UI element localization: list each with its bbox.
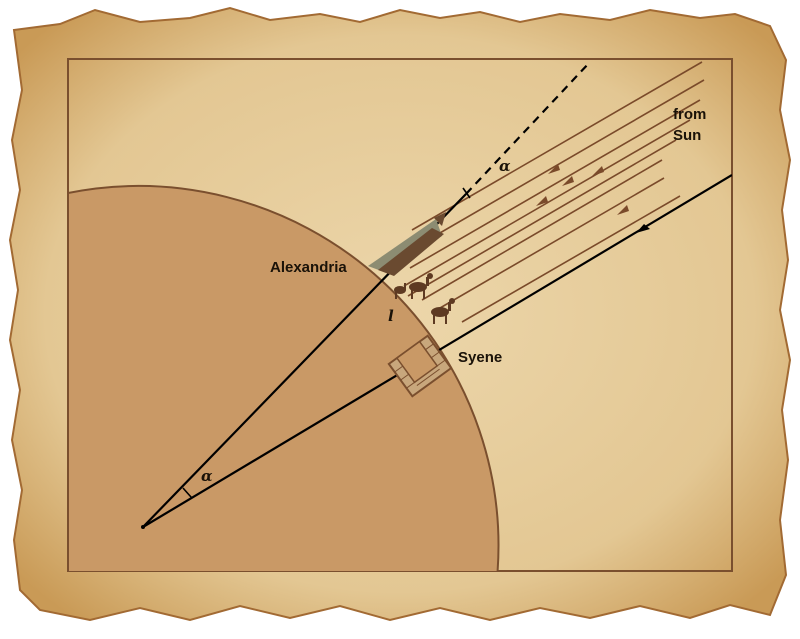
- camel-icon: [394, 283, 406, 299]
- arc-length-label: l: [388, 307, 394, 325]
- top-angle-label: α: [499, 157, 511, 175]
- center-angle-label: α: [201, 467, 213, 485]
- sun-ray: [421, 159, 663, 301]
- sun-ray: [413, 79, 705, 249]
- angle-arc-top: [462, 187, 471, 199]
- sun-ray: [411, 61, 703, 231]
- arrow-icon: [536, 196, 548, 206]
- camel-icon: [431, 298, 455, 324]
- arrow-icon: [617, 205, 629, 215]
- sun-ray: [407, 139, 677, 297]
- radius-extension-dashed: [465, 61, 591, 195]
- sun-ray-arrows: [536, 164, 629, 215]
- obelisk-icon: [368, 212, 446, 276]
- syene-label: Syene: [458, 349, 502, 366]
- earth-sector: [68, 185, 500, 571]
- arrow-icon: [592, 166, 604, 176]
- camel-icon: [409, 273, 433, 299]
- earth-center-point: [141, 525, 145, 529]
- sun-rays: [403, 61, 705, 323]
- sun-ray: [409, 99, 701, 269]
- alexandria-label: Alexandria: [270, 259, 347, 276]
- sun-ray-arrow-icon: [636, 224, 650, 233]
- well-icon: [387, 334, 453, 398]
- arrow-icon: [562, 176, 574, 186]
- sun-ray: [439, 177, 665, 309]
- from-sun-label-line1: from: [673, 106, 706, 123]
- arrow-icon: [548, 164, 560, 174]
- from-sun-label-line2: Sun: [673, 127, 701, 144]
- sun-ray: [403, 119, 691, 287]
- sun-ray: [461, 195, 681, 323]
- camel-caravan: [394, 273, 455, 324]
- angle-arc-center: [182, 487, 193, 499]
